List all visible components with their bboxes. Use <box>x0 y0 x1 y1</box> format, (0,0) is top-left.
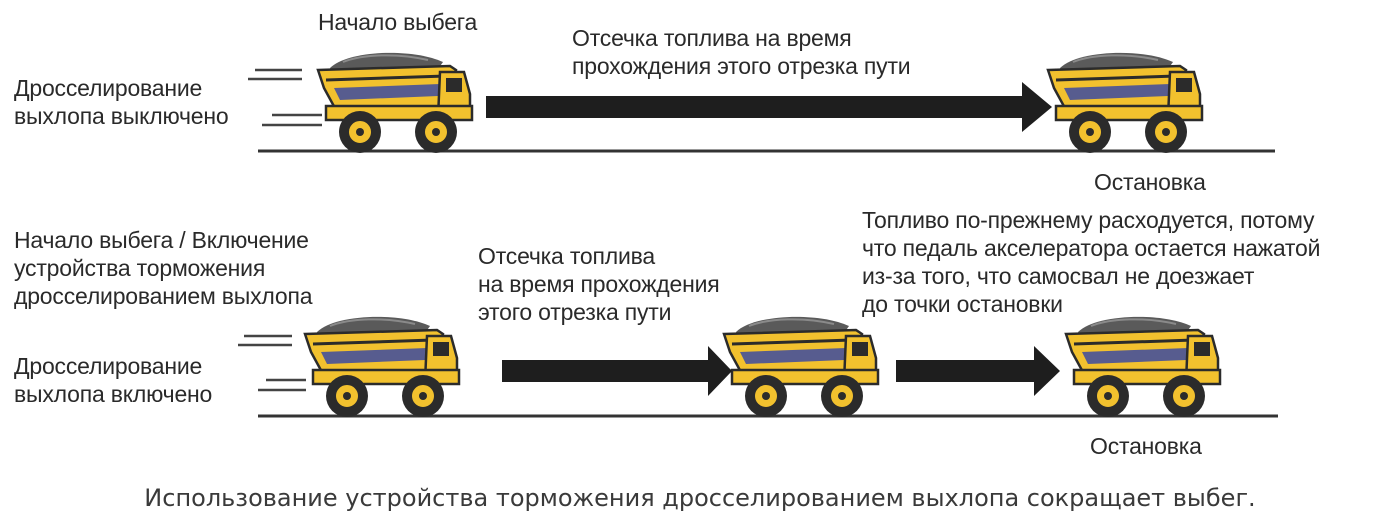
truck-icon <box>1064 315 1222 419</box>
top-brake-state-label: Дросселирование выхлопа выключено <box>14 75 229 129</box>
top-fuel-cut-label: Отсечка топлива на время прохождения это… <box>572 25 911 79</box>
truck-icon <box>1046 51 1204 155</box>
speed-lines-top <box>248 68 322 127</box>
bottom-stop-label: Остановка <box>1090 433 1202 459</box>
bottom-fuel-cut-label: Отсечка топлива на время прохождения это… <box>478 243 720 325</box>
bottom-fuel-used-label: Топливо по-прежнему расходуется, потому … <box>862 207 1321 317</box>
truck-icon <box>316 51 474 155</box>
speed-lines-bottom <box>238 334 306 392</box>
top-coast-start-label: Начало выбега <box>318 9 478 35</box>
bottom-coast-start-label: Начало выбега / Включение устройства тор… <box>14 227 313 309</box>
truck-icon <box>303 315 461 419</box>
top-stop-label: Остановка <box>1094 169 1206 195</box>
bottom-brake-state-label: Дросселирование выхлопа включено <box>14 353 213 407</box>
arrow-icon <box>486 82 1052 132</box>
figure-caption: Использование устройства торможения дрос… <box>144 484 1256 512</box>
truck-icon <box>722 315 880 419</box>
arrow-icon <box>896 346 1060 396</box>
arrow-icon <box>502 346 732 396</box>
